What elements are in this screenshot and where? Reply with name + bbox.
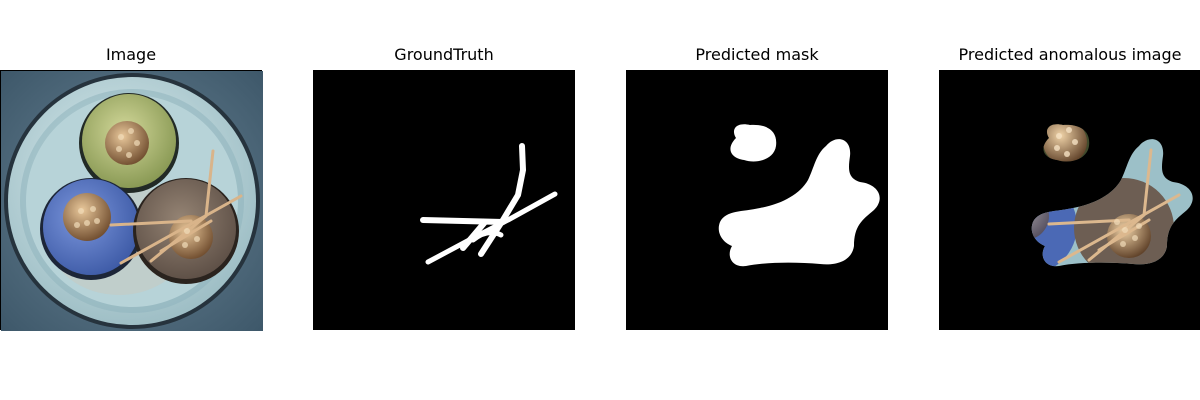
groundtruth-mask-svg (313, 70, 575, 330)
cable-photo (0, 70, 263, 331)
panel-title-predicted-anomalous: Predicted anomalous image (958, 45, 1182, 64)
cable-photo-svg (1, 71, 263, 331)
defect-strokes (420, 143, 558, 265)
predicted-mask (626, 70, 888, 330)
panel-title-predicted-mask: Predicted mask (695, 45, 819, 64)
wire-green-strands (105, 121, 149, 165)
panel-title-image: Image (105, 45, 157, 64)
predicted-blob-top (730, 124, 777, 162)
anomaly-overlay-svg (939, 70, 1200, 330)
mask-background (313, 70, 575, 330)
overlay-region-top (1043, 124, 1090, 162)
panel-title-groundtruth: GroundTruth (394, 45, 494, 64)
predicted-blob-main (718, 139, 880, 267)
strand-highlights (74, 128, 200, 248)
predicted-mask-svg (626, 70, 888, 330)
stray-strands (109, 149, 243, 265)
groundtruth-mask (313, 70, 575, 330)
wire-blue-strands (63, 193, 111, 241)
anomaly-overlay (939, 70, 1200, 330)
